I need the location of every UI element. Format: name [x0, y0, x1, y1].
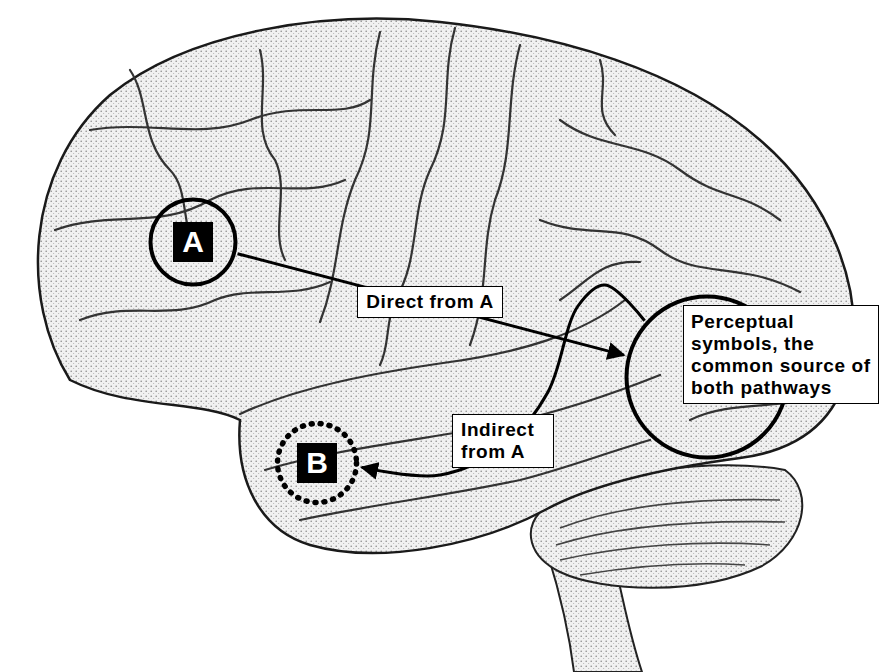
folium-line — [556, 522, 785, 545]
cerebrum — [38, 19, 853, 553]
sulcus-line — [600, 60, 615, 135]
pathway-label: Direct from A — [357, 286, 502, 318]
circle-outline — [151, 200, 236, 285]
sulci — [55, 28, 835, 520]
region-letter: A — [173, 222, 213, 262]
label-holder: Direct from A — [357, 286, 502, 318]
pathway-label: Indirect from A — [452, 414, 554, 468]
label-holder: Indirect from A — [452, 414, 554, 468]
symbol-region: Perceptual symbols, the common source of… — [624, 294, 790, 460]
sulcus-line — [260, 50, 285, 260]
region-circle-dotted: B — [275, 421, 359, 505]
folium-line — [560, 543, 770, 560]
sulcus-line — [560, 120, 780, 220]
region-letter: B — [297, 443, 337, 483]
caption-box: Perceptual symbols, the common source of… — [683, 305, 879, 404]
folium-line — [560, 500, 780, 528]
dotted-circle — [278, 424, 357, 503]
sulcus-line — [80, 282, 330, 320]
region-circle: A — [148, 197, 238, 287]
sulcus-line — [560, 262, 640, 300]
sulcus-line — [90, 100, 370, 130]
cerebellum-folia — [556, 500, 785, 575]
sulcus-line — [540, 220, 800, 292]
folium-line — [580, 564, 745, 575]
